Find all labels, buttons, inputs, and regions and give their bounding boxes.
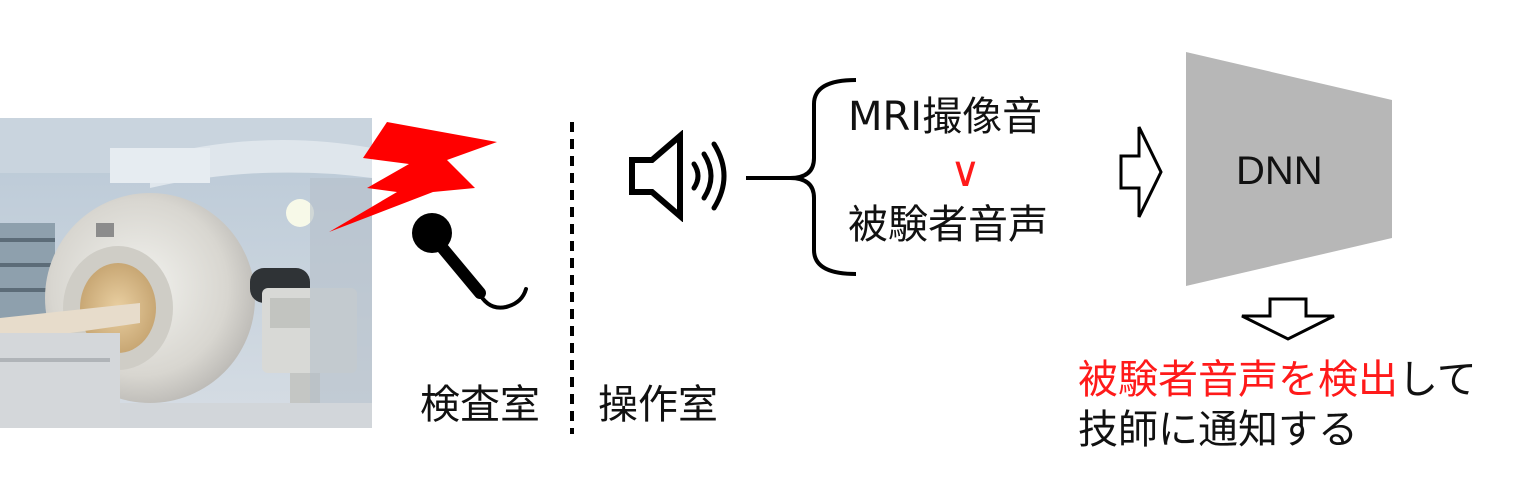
result-highlight: 被験者音声を検出	[1078, 357, 1398, 403]
control-room-label: 操作室	[598, 382, 718, 428]
result-text-line1: 被験者音声を検出して	[1078, 360, 1477, 400]
microphone-icon	[412, 213, 528, 310]
exam-room-label: 検査室	[420, 382, 540, 428]
result-text-line2: 技師に通知する	[1078, 407, 1358, 453]
subject-voice-label: 被験者音声	[848, 202, 1048, 248]
mri-scanner-photo	[0, 118, 372, 428]
arrow-right-icon	[1119, 126, 1163, 218]
comparison-symbol: ∨	[950, 147, 981, 196]
mri-sound-label: MRI撮像音	[848, 94, 1043, 140]
lightning-bolt-icon	[329, 122, 497, 232]
brace-connector	[746, 78, 857, 276]
dnn-block	[1186, 52, 1392, 286]
result-suffix: して	[1398, 357, 1477, 403]
dnn-label: DNN	[1236, 149, 1323, 193]
speaker-icon	[629, 130, 727, 222]
arrow-down-icon	[1241, 297, 1335, 341]
room-divider	[570, 122, 574, 434]
